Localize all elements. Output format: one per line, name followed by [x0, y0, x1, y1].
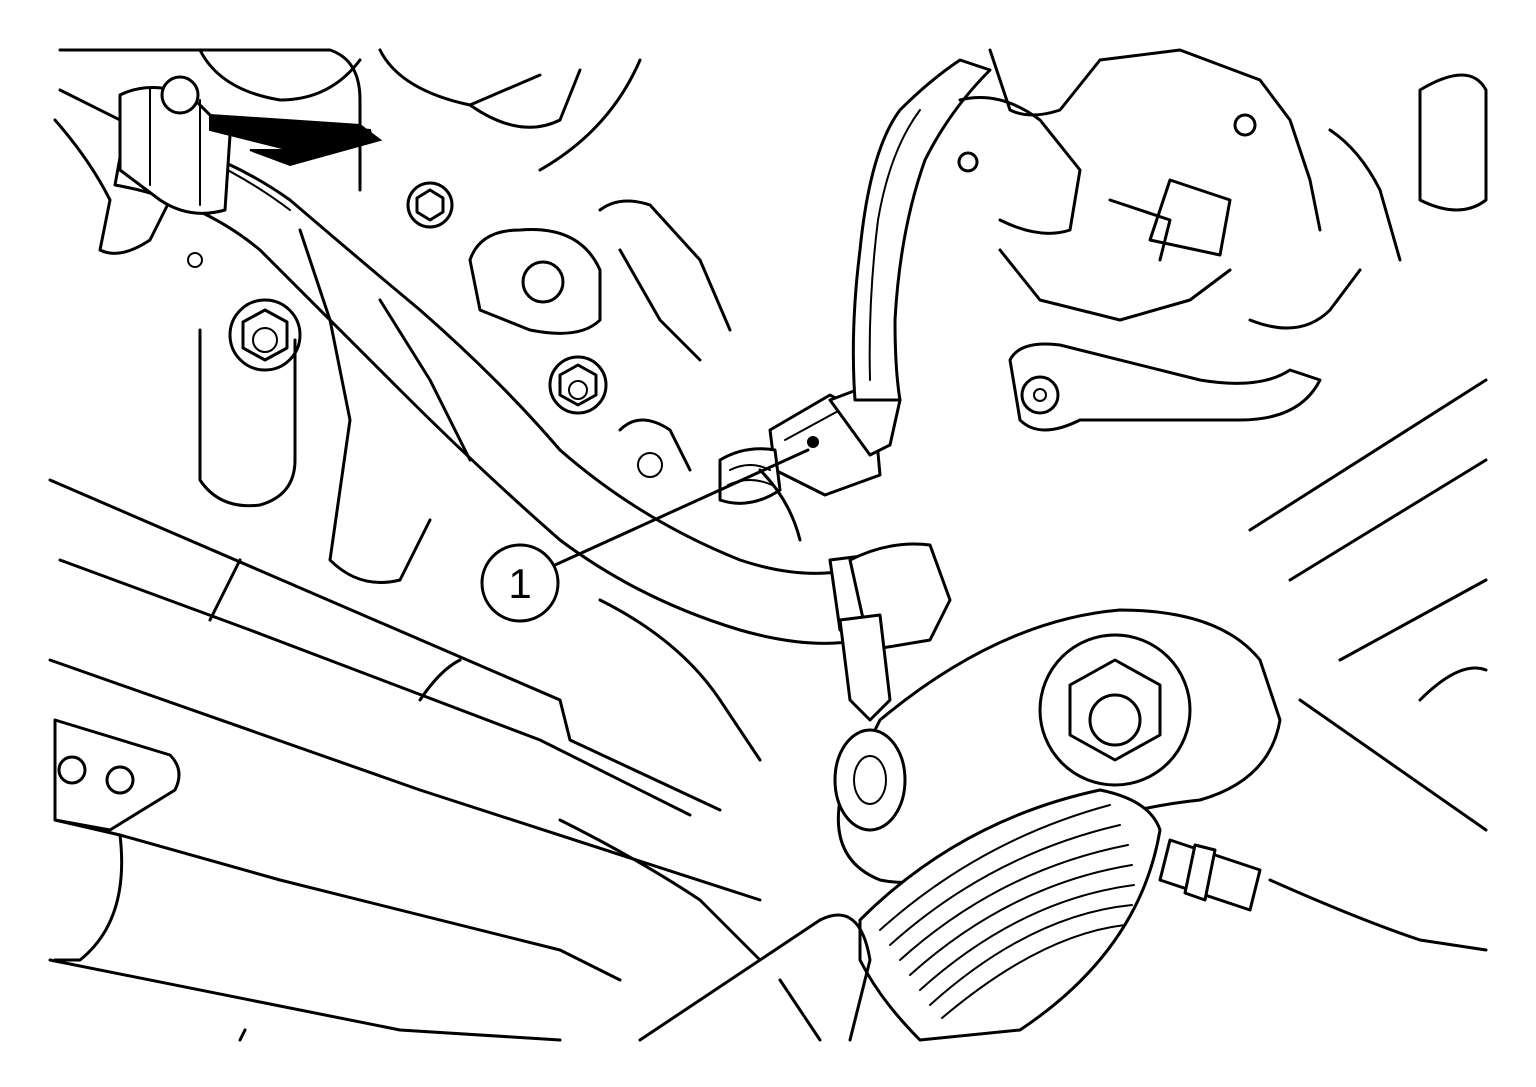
lower-hose [1158, 838, 1488, 952]
bolt-upper [406, 181, 454, 229]
lower-control-arm [833, 608, 1282, 884]
lower-center-details [558, 598, 872, 1042]
skid-plate [48, 478, 762, 1042]
front-arrow-icon [208, 113, 383, 167]
bolt-left [228, 298, 302, 372]
tie-rod-right [1248, 378, 1488, 832]
callout-1-label: 1 [508, 560, 531, 607]
bolt-center [548, 355, 608, 415]
driveshaft-boot [858, 788, 1162, 1042]
center-bracket [468, 199, 732, 478]
wiring-harness [851, 58, 992, 402]
sensor-connector [718, 383, 902, 542]
upper-link [1008, 342, 1322, 432]
stabilizer-link-clamp [828, 542, 952, 722]
left-bracket [187, 228, 472, 584]
engine-component-right [957, 48, 1488, 330]
stabilizer-clamp [118, 75, 232, 215]
callout-1: 1 [480, 448, 810, 623]
